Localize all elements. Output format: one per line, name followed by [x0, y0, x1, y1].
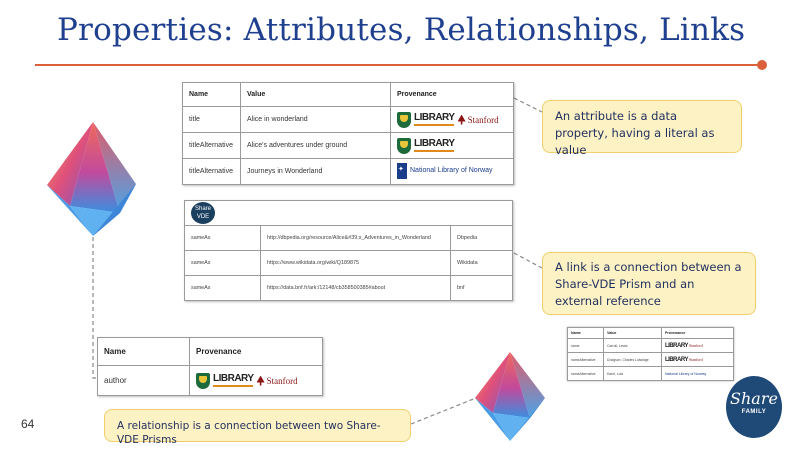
- stanford-logo: Stanford: [457, 114, 499, 125]
- table-row: sameAs http://dbpedia.org/resource/Alice…: [184, 225, 513, 251]
- row-provenance: LIBRARY: [390, 132, 514, 159]
- row-name: sameAs: [184, 250, 261, 276]
- norway-library-logo: National Library of Norway: [397, 162, 492, 179]
- relationship-callout: A relationship is a connection between t…: [104, 409, 411, 446]
- row-provenance: National Library of Norway: [661, 366, 734, 381]
- prism-icon-large: [47, 122, 136, 236]
- row-name: nameAlternative: [567, 352, 604, 367]
- row-value: Alice's adventures under ground: [240, 132, 391, 159]
- row-name: titleAlternative: [182, 158, 241, 185]
- library-shield-icon: [397, 111, 411, 128]
- slide-title: Properties: Attributes, Relationships, L…: [57, 12, 746, 48]
- row-value: http://dbpedia.org/resource/Alice&#39;s_…: [260, 225, 451, 251]
- row-provenance: LIBRARY Stanford: [661, 338, 734, 353]
- row-value: https://www.wikidata.org/wiki/Q189875: [260, 250, 451, 276]
- stanford-logo: Stanford: [688, 342, 703, 348]
- norway-library-logo: National Library of Norway: [665, 371, 707, 376]
- page-number: 64: [21, 417, 35, 431]
- row-provenance: LIBRARY Stanford: [390, 106, 514, 133]
- row-value: https://data.bnf.fr/ark:/12148/cb3585003…: [260, 275, 451, 301]
- row-source: Dbpedia: [450, 225, 513, 251]
- library-shield-icon: [196, 372, 210, 389]
- stanford-logo: Stanford: [256, 375, 298, 386]
- attributes-table: Name Value Provenance title Alice in won…: [182, 82, 514, 185]
- row-name: sameAs: [184, 275, 261, 301]
- col-header-name: Name: [182, 82, 241, 107]
- col-header-name: Name: [97, 337, 190, 366]
- row-name: name: [567, 338, 604, 353]
- col-header-value: Value: [603, 327, 662, 339]
- row-source: Wikidata: [450, 250, 513, 276]
- row-name: sameAs: [184, 225, 261, 251]
- library-shield-icon: [397, 137, 411, 154]
- row-value: Carroll, Lewis: [603, 338, 662, 353]
- row-provenance: National Library of Norway: [390, 158, 514, 185]
- row-provenance: LIBRARY Stanford: [189, 365, 323, 396]
- table-row: title Alice in wonderland LIBRARY Stanfo…: [182, 106, 514, 133]
- title-divider: [35, 64, 763, 66]
- row-value: Dodgson, Charles Lutwidge: [603, 352, 662, 367]
- table-row: sameAs https://www.wikidata.org/wiki/Q18…: [184, 250, 513, 276]
- library-logo: LIBRARY: [665, 342, 688, 349]
- prism-icon-small: [475, 352, 545, 441]
- attribute-callout: An attribute is a data property, having …: [542, 100, 742, 157]
- table-row: nameAlternative Dodgson, Charles Lutwidg…: [567, 352, 734, 367]
- row-source: bnf: [450, 275, 513, 301]
- col-header-name: Name: [567, 327, 604, 339]
- table-row: name Carroll, Lewis LIBRARY Stanford: [567, 338, 734, 353]
- row-value: Journeys in Wonderland: [240, 158, 391, 185]
- row-name: nameAlternative: [567, 366, 604, 381]
- row-value: Karol, Luis: [603, 366, 662, 381]
- col-header-provenance: Provenance: [189, 337, 323, 366]
- table-row: author LIBRARY Stanford: [97, 365, 323, 396]
- row-name: titleAlternative: [182, 132, 241, 159]
- col-header-provenance: Provenance: [661, 327, 734, 339]
- library-logo: LIBRARY: [414, 113, 455, 126]
- table-row: nameAlternative Karol, Luis National Lib…: [567, 366, 734, 381]
- relationships-table: Name Provenance author LIBRARY Stanford: [97, 337, 323, 396]
- row-value: Alice in wonderland: [240, 106, 391, 133]
- table-row: sameAs https://data.bnf.fr/ark:/12148/cb…: [184, 275, 513, 301]
- library-logo: LIBRARY: [414, 139, 455, 152]
- stanford-logo: Stanford: [688, 356, 703, 362]
- table-row: titleAlternative Alice's adventures unde…: [182, 132, 514, 159]
- share-family-logo: Share FAMILY: [726, 376, 782, 438]
- row-name: title: [182, 106, 241, 133]
- col-header-provenance: Provenance: [390, 82, 514, 107]
- link-callout: A link is a connection between a Share-V…: [542, 252, 756, 315]
- row-name: author: [97, 365, 190, 396]
- table-row: titleAlternative Journeys in Wonderland …: [182, 158, 514, 185]
- col-header-value: Value: [240, 82, 391, 107]
- divider-dot: [757, 60, 767, 70]
- mini-attributes-table: Name Value Provenance name Carroll, Lewi…: [567, 327, 734, 381]
- library-logo: LIBRARY: [665, 356, 688, 363]
- row-provenance: LIBRARY Stanford: [661, 352, 734, 367]
- library-logo: LIBRARY: [213, 374, 254, 387]
